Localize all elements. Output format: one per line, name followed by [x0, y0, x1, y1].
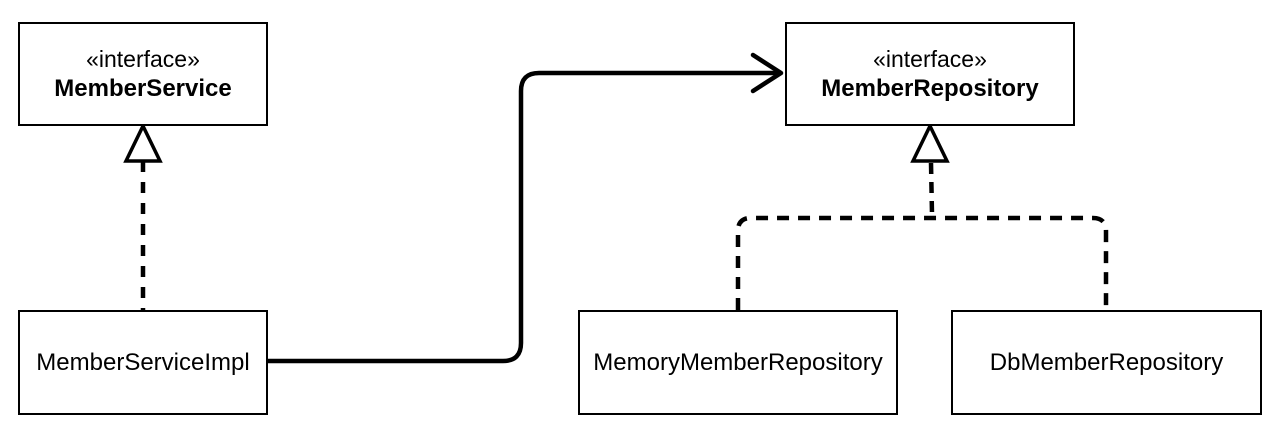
hollow-triangle-memberservice	[123, 121, 163, 163]
interface-name: MemberService	[54, 75, 232, 102]
edge-dependency-memberserviceimpl-memberrepository	[265, 70, 782, 364]
stereotype-label: «interface»	[873, 46, 987, 72]
open-arrowhead-memberrepository	[750, 52, 784, 94]
node-member-service: «interface» MemberService	[18, 22, 268, 126]
interface-name: MemberRepository	[821, 75, 1039, 102]
class-name: DbMemberRepository	[989, 348, 1224, 376]
class-name: MemberServiceImpl	[36, 348, 250, 376]
class-name: MemoryMemberRepository	[593, 348, 883, 376]
node-db-member-repository: DbMemberRepository	[951, 310, 1262, 415]
hollow-triangle-memberrepository	[910, 121, 950, 163]
node-member-service-impl: MemberServiceImpl	[18, 310, 268, 415]
edge-realization-stem-memberrepository	[928, 162, 935, 215]
node-memory-member-repository: MemoryMemberRepository	[578, 310, 898, 415]
node-member-repository: «interface» MemberRepository	[785, 22, 1075, 126]
stereotype-label: «interface»	[86, 46, 200, 72]
edge-realization-fork-repositories	[735, 215, 1109, 310]
